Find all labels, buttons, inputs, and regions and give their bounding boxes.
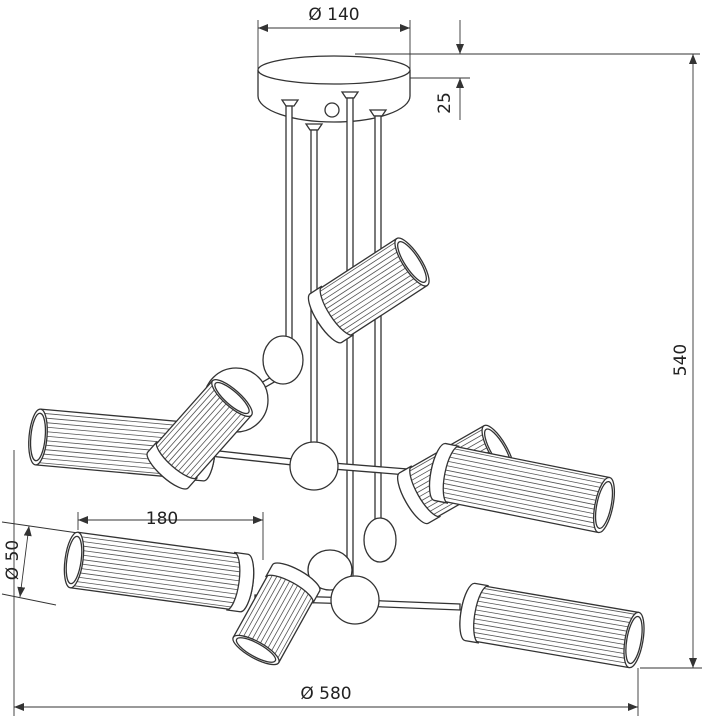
dimension-shade-diameter: Ø 50 [1,521,79,606]
dimension-total-diameter: Ø 580 [13,450,639,716]
total-diameter-label: Ø 580 [300,684,351,704]
shade-right-back [428,442,616,534]
suspension-rods [285,97,382,591]
shade-lower-center [232,562,321,666]
dimension-total-height: 540 [640,54,702,669]
shade-upper-center [307,237,430,344]
ceiling-canopy [257,55,411,131]
canopy-diameter-label: Ø 140 [308,5,359,25]
shade-right-lower [459,582,645,669]
shade-left-back [146,378,253,490]
shade-diameter-label: Ø 50 [3,540,23,580]
dimension-canopy-height: 25 [355,20,700,120]
canopy-height-label: 25 [435,92,455,114]
shades [28,237,645,669]
dimension-canopy-diameter: Ø 140 [257,5,411,70]
total-height-label: 540 [671,344,691,376]
shade-length-label: 180 [146,509,178,529]
dimension-shade-length: 180 [77,509,264,560]
shade-left-lower [63,531,255,613]
